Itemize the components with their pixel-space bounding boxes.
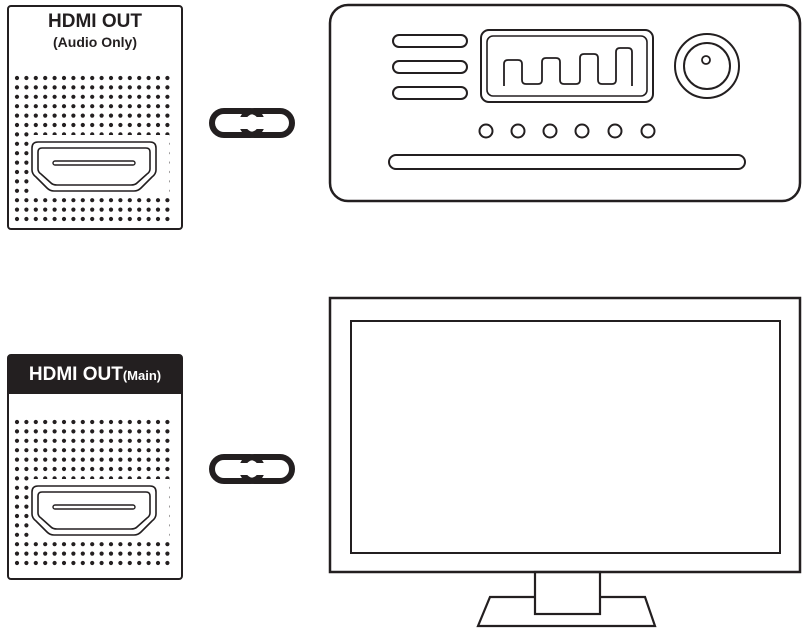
hdmi-port-icon (29, 479, 169, 539)
chain-link-icon (208, 106, 296, 140)
chain-link-icon (208, 452, 296, 486)
hdmi-out-audio-only-panel: HDMI OUT (Audio Only) (7, 5, 183, 230)
hdmi-out-main-panel: HDMI OUT (Main) (7, 354, 183, 580)
hdmi-port-icon (29, 135, 169, 195)
speaker-grille-main (9, 356, 181, 578)
speaker-grille-audio (9, 7, 181, 228)
